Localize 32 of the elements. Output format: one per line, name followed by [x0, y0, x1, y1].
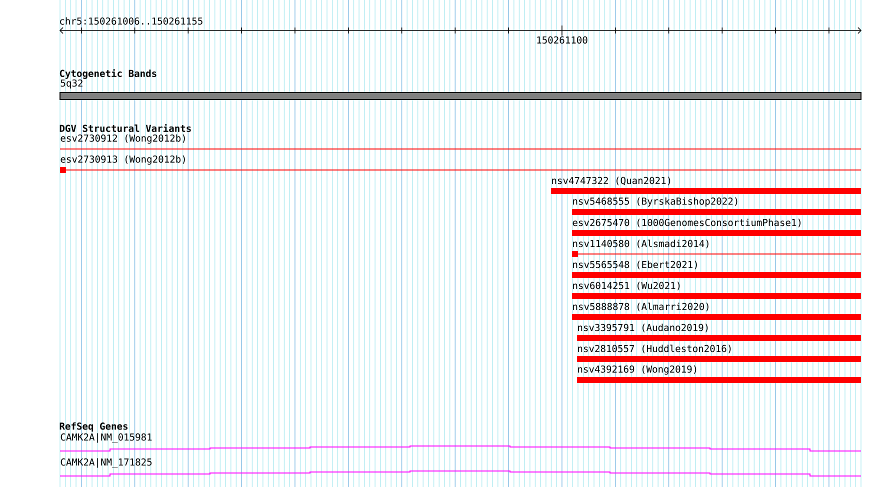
node-label: nsv5888878 (Almarri2020): [573, 302, 708, 312]
node-label: 5q32: [60, 79, 82, 89]
variant-feature: nsv4392169 (Wong2019): [577, 365, 861, 383]
track-title: RefSeq Genes: [60, 422, 128, 432]
node-label: nsv2810557 (Huddleston2016): [578, 344, 731, 354]
variant-feature: esv2730913 (Wong2012b): [60, 155, 862, 173]
variant-feature: nsv1140580 (Alsmadi2014): [572, 240, 862, 257]
node-label: nsv5468555 (ByrskaBishop2022): [573, 197, 738, 207]
node-label: nsv4747322 (Quan2021): [552, 176, 670, 186]
node-label: nsv4392169 (Wong2019): [578, 365, 696, 375]
node-label: nsv1140580 (Alsmadi2014): [573, 240, 708, 248]
tick-label: 150261100: [537, 36, 588, 44]
variant-feature: esv2730912 (Wong2012b): [60, 134, 862, 150]
cytoband-feature: 5q32: [60, 79, 862, 100]
track-title: Cytogenetic Bands: [60, 69, 156, 79]
node-label: esv2730913 (Wong2012b): [60, 155, 185, 165]
track-title: DGV Structural Variants: [60, 124, 191, 132]
node-label: nsv6014251 (Wu2021): [573, 282, 680, 290]
coordinate-label: chr5:150261006..150261155: [60, 17, 202, 25]
variant-feature: nsv5888878 (Almarri2020): [572, 302, 861, 320]
variant-feature: nsv3395791 (Audano2019): [577, 324, 861, 341]
variant-feature: nsv5468555 (ByrskaBishop2022): [572, 197, 861, 215]
variant-feature: esv2675470 (1000GenomesConsortiumPhase1): [572, 218, 861, 236]
variant-feature: nsv5565548 (Ebert2021): [572, 260, 861, 278]
node-label: nsv5565548 (Ebert2021): [573, 260, 697, 270]
gene-feature: CAMK2A|NM_171825: [60, 458, 862, 476]
node-label: nsv3395791 (Audano2019): [578, 324, 708, 332]
variant-feature: nsv2810557 (Huddleston2016): [577, 344, 861, 362]
variant-feature: nsv4747322 (Quan2021): [551, 176, 861, 194]
gene-feature: CAMK2A|NM_015981: [60, 433, 862, 452]
node-label: esv2675470 (1000GenomesConsortiumPhase1): [572, 218, 801, 228]
variant-feature: nsv6014251 (Wu2021): [572, 282, 861, 299]
